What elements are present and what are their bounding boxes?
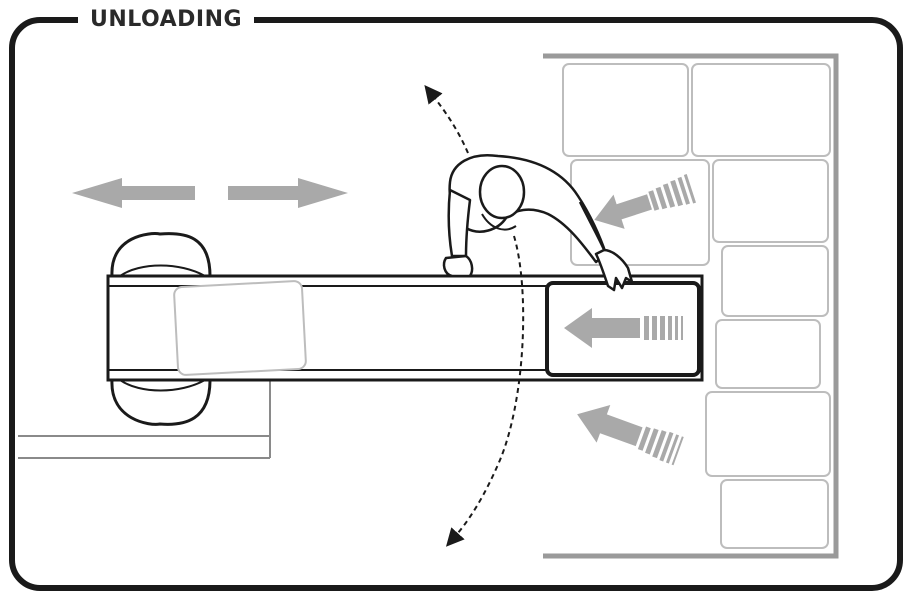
conveyor-wheel-top [110,232,212,278]
worker-head [478,164,526,220]
box [720,479,829,549]
swing-arc-arrow-icon [424,84,525,547]
movement-arrows [72,178,348,208]
control-panel [173,280,307,376]
box [715,319,821,389]
worker-figure-icon [442,153,634,292]
box [562,63,689,157]
direction-arrow-left-icon [72,178,195,208]
worker-hand-left [442,254,474,278]
worker-hand-right [594,248,634,292]
box [721,245,829,317]
direction-arrow-right-icon [228,178,348,208]
truck-wall [543,53,839,559]
box [691,63,831,157]
conveyor-wheel-bottom [110,378,212,426]
worker-arm-left [447,188,472,258]
box-stack [562,63,831,549]
box-flow-arrow-icon [564,174,696,466]
conveyor [106,232,704,426]
box [705,391,831,477]
diagram-title: UNLOADING [78,4,255,36]
outer-frame [9,17,903,591]
box [712,159,829,243]
floor-lines [18,380,271,459]
swing-arc-lower [445,235,525,547]
swing-arc-upper [424,84,469,154]
